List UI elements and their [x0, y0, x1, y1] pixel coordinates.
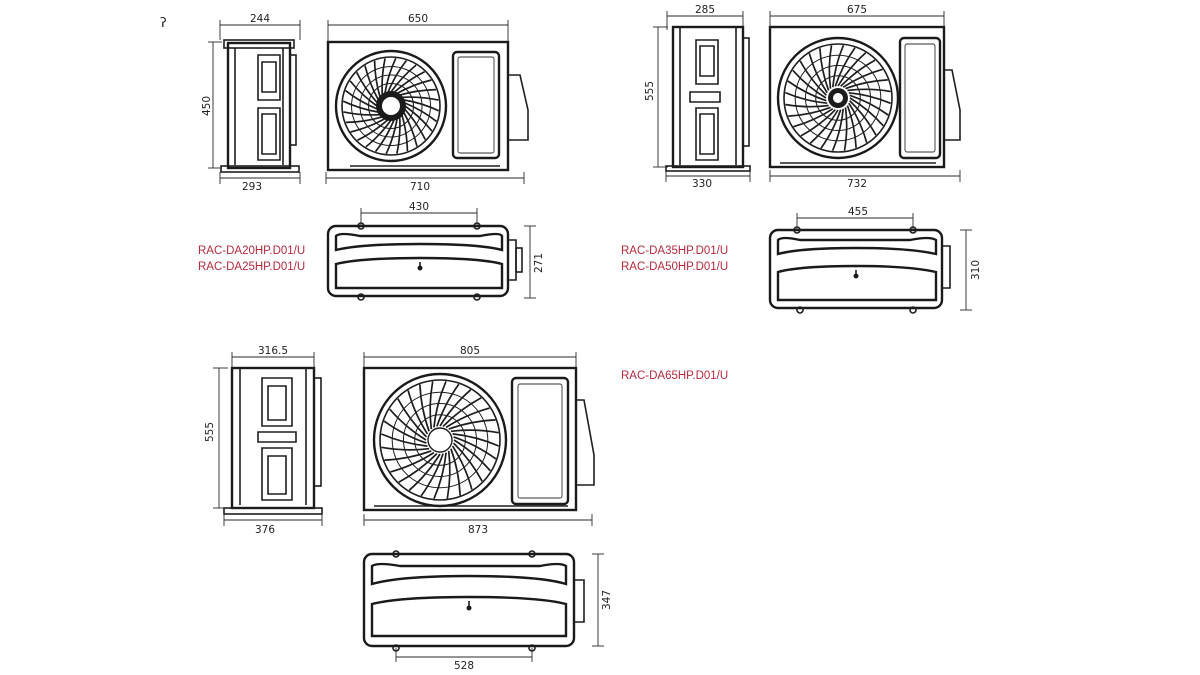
top-depth-label-3: 347 [601, 590, 613, 610]
fan-grille-bar [373, 60, 381, 98]
fan-grille-ring [794, 54, 882, 142]
front-top-width-label-2: 675 [847, 4, 867, 16]
fan-grille-bar [393, 70, 425, 94]
fan-grille-bar [792, 69, 827, 99]
fan-grille-ring [403, 403, 477, 477]
fan-grille-ring [414, 414, 466, 466]
fan-grille-bar [384, 450, 432, 461]
fan-grille-bar [397, 398, 427, 438]
side-height-label-2: 555 [644, 81, 656, 101]
top-depth-label-1: 271 [533, 253, 545, 273]
fan-grille-bar [849, 97, 884, 127]
side-height-label-1: 450 [201, 96, 213, 116]
fan-grille-bar [809, 109, 839, 144]
fan-grille-bar [383, 420, 427, 444]
fan-grille-bar [389, 408, 427, 441]
fan-grille-bar [420, 453, 444, 497]
side-top-width-label-2: 285 [695, 4, 715, 16]
model-label-2b: RAC-DA50HP.D01/U [621, 261, 728, 273]
top-view-1 [326, 222, 523, 301]
model-label-3a: RAC-DA65HP.D01/U [621, 370, 728, 382]
front-top-width-label-1: 650 [408, 13, 428, 25]
fan-grille-bar [448, 419, 496, 430]
fan-grille-bar [349, 80, 378, 107]
fan-grille-bar [788, 106, 831, 117]
fan-grille-bar [345, 116, 383, 124]
fan-grille-bar [819, 48, 830, 91]
model-label-1a: RAC-DA20HP.D01/U [198, 245, 305, 257]
fan-grille-bar [401, 96, 439, 101]
fan-grille-bar [401, 114, 409, 152]
top-view-3 [362, 550, 585, 652]
fan-grille-bar [404, 105, 433, 132]
fan-grille-bar [381, 58, 386, 96]
side-view-1 [220, 39, 300, 173]
model-label-1b: RAC-DA25HP.D01/U [198, 261, 305, 273]
fan-grille-bar [453, 442, 483, 482]
top-mount-spacing-label-3: 528 [454, 660, 474, 672]
side-view-3 [223, 366, 323, 515]
side-base-width-label-3: 376 [255, 524, 275, 536]
fan-grille-bar [429, 381, 434, 430]
unit-group-3: 316.5 555 376 805 873 [204, 345, 728, 672]
fan-grille-ring [391, 391, 489, 489]
fan-grille-bar [450, 448, 461, 496]
fan-grille-bar [396, 116, 401, 154]
side-top-width-label-1: 244 [250, 13, 270, 25]
side-view-2 [665, 25, 751, 172]
fan-grille-bar [837, 52, 867, 87]
fan-grille-ring [815, 75, 861, 121]
top-mount-spacing-label-1: 430 [409, 201, 429, 213]
side-height-label-3: 555 [204, 422, 216, 442]
fan-grille-bar [381, 446, 430, 451]
front-top-width-label-3: 805 [460, 345, 480, 357]
fan-grille-bar [355, 72, 379, 104]
fan-grille-bar [398, 453, 438, 483]
front-base-width-label-2: 732 [847, 178, 867, 190]
side-base-width-label-1: 293 [242, 181, 262, 193]
fan-grille-bar [453, 436, 497, 460]
side-base-width-label-2: 330 [692, 178, 712, 190]
fan-grille-ring [351, 66, 431, 146]
front-view-3 [362, 366, 595, 512]
fan-grille-bar [442, 397, 482, 427]
unit-group-1: 244 450 293 650 710 [198, 13, 545, 301]
fan-grille-bar [436, 383, 460, 427]
front-view-1 [326, 40, 529, 172]
fan-grille-bar [453, 439, 491, 472]
front-view-2 [768, 25, 961, 169]
fan-grille-bar [399, 88, 437, 96]
front-base-width-label-1: 710 [410, 181, 430, 193]
fan-grille-bar [408, 453, 441, 491]
front-base-width-label-3: 873 [468, 524, 488, 536]
side-top-width-label-3: 316.5 [258, 345, 288, 357]
fan-grille-bar [439, 389, 472, 427]
fan-grille-bar [450, 429, 499, 434]
fan-grille-bar [403, 108, 427, 140]
fan-grille-bar [446, 450, 451, 499]
fan-grille-ring [805, 65, 871, 131]
fan-grille-bar [419, 384, 430, 432]
model-label-2a: RAC-DA35HP.D01/U [621, 245, 728, 257]
fan-grille-ring [368, 83, 414, 129]
fan-grille-bar [390, 64, 417, 93]
unit-group-2: 285 555 330 675 732 [621, 4, 982, 314]
top-depth-label-2: 310 [970, 260, 982, 280]
fan-grille-bar [365, 119, 392, 148]
top-view-2 [768, 226, 951, 314]
fan-grille-bar [343, 111, 381, 116]
corner-mark: ʔ [160, 16, 167, 31]
top-mount-spacing-label-2: 455 [848, 206, 868, 218]
fan-grille-bar [357, 118, 389, 142]
fan-grille-bar [845, 79, 888, 90]
fan-grille-bar [846, 105, 857, 148]
fan-grille-ring [359, 74, 423, 138]
